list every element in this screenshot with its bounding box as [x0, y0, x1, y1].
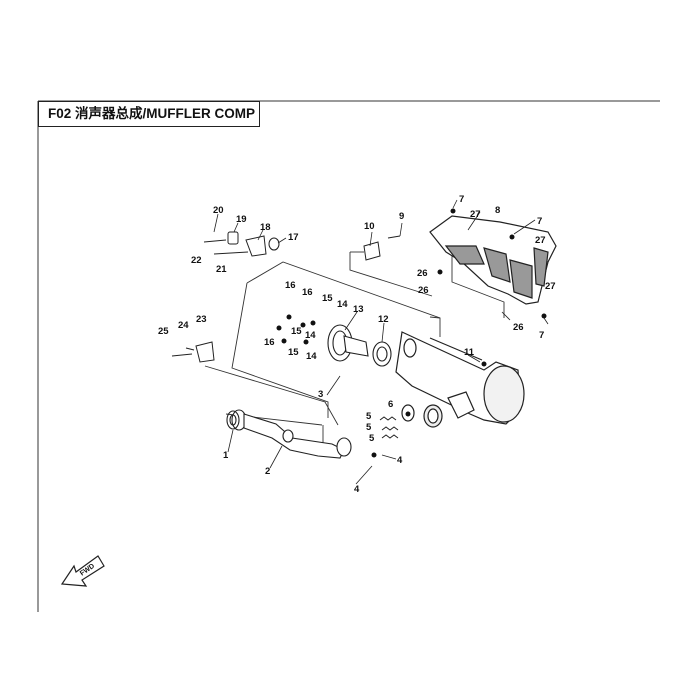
callout-6: 6	[388, 399, 393, 410]
callout-21: 21	[216, 264, 227, 275]
callout-11: 11	[464, 347, 475, 358]
callout-4: 4	[397, 455, 403, 466]
callout-13: 13	[353, 304, 364, 315]
callout-22: 22	[191, 255, 202, 266]
callout-7b: 7	[537, 216, 542, 227]
callout-16c: 16	[264, 337, 275, 348]
heat-shield	[429, 215, 557, 305]
callout-9: 9	[399, 211, 404, 222]
callout-15: 15	[322, 293, 333, 304]
springs	[379, 416, 399, 439]
page-border	[37, 100, 660, 612]
callout-7: 7	[459, 194, 464, 205]
callout-15c: 15	[288, 347, 299, 358]
callout-16: 16	[285, 280, 296, 291]
callout-3: 3	[318, 389, 323, 400]
callouts: 1 2 3 4 4 5 5 5 6 7 7 7 8 9 10 11 12 13 …	[158, 194, 556, 495]
callout-14b: 14	[305, 330, 316, 341]
hardware	[276, 208, 547, 458]
callout-12: 12	[378, 314, 389, 325]
callout-27c: 27	[545, 281, 556, 292]
exhaust-pipe	[231, 409, 352, 459]
callout-5c: 5	[369, 433, 375, 444]
inner-pipe	[327, 324, 392, 367]
callout-27: 27	[470, 209, 481, 220]
callout-14c: 14	[306, 351, 317, 362]
muffler-body	[395, 331, 525, 428]
callout-26: 26	[417, 268, 428, 279]
fwd-arrow-icon: FWD	[60, 555, 105, 587]
callout-17: 17	[288, 232, 299, 243]
callout-8: 8	[495, 205, 500, 216]
callout-1: 1	[223, 450, 229, 461]
callout-26c: 26	[513, 322, 524, 333]
callout-16b: 16	[302, 287, 313, 298]
gasket	[226, 410, 240, 430]
callout-5: 5	[366, 411, 372, 422]
callout-23: 23	[196, 314, 207, 325]
callout-20: 20	[213, 205, 224, 216]
callout-7c: 7	[539, 330, 544, 341]
leader-lines	[213, 199, 549, 485]
callout-14: 14	[337, 299, 348, 310]
callout-4b: 4	[354, 484, 360, 495]
callout-27b: 27	[535, 235, 546, 246]
group-outline	[204, 245, 505, 448]
callout-10: 10	[364, 221, 375, 232]
callout-2: 2	[265, 466, 270, 477]
callout-24: 24	[178, 320, 189, 331]
page-title: F02 消声器总成/MUFFLER COMP	[38, 101, 260, 127]
callout-19: 19	[236, 214, 247, 225]
callout-15b: 15	[291, 326, 302, 337]
callout-18: 18	[260, 222, 271, 233]
callout-26b: 26	[418, 285, 429, 296]
callout-5b: 5	[366, 422, 372, 433]
brackets	[171, 231, 401, 363]
callout-25: 25	[158, 326, 169, 337]
